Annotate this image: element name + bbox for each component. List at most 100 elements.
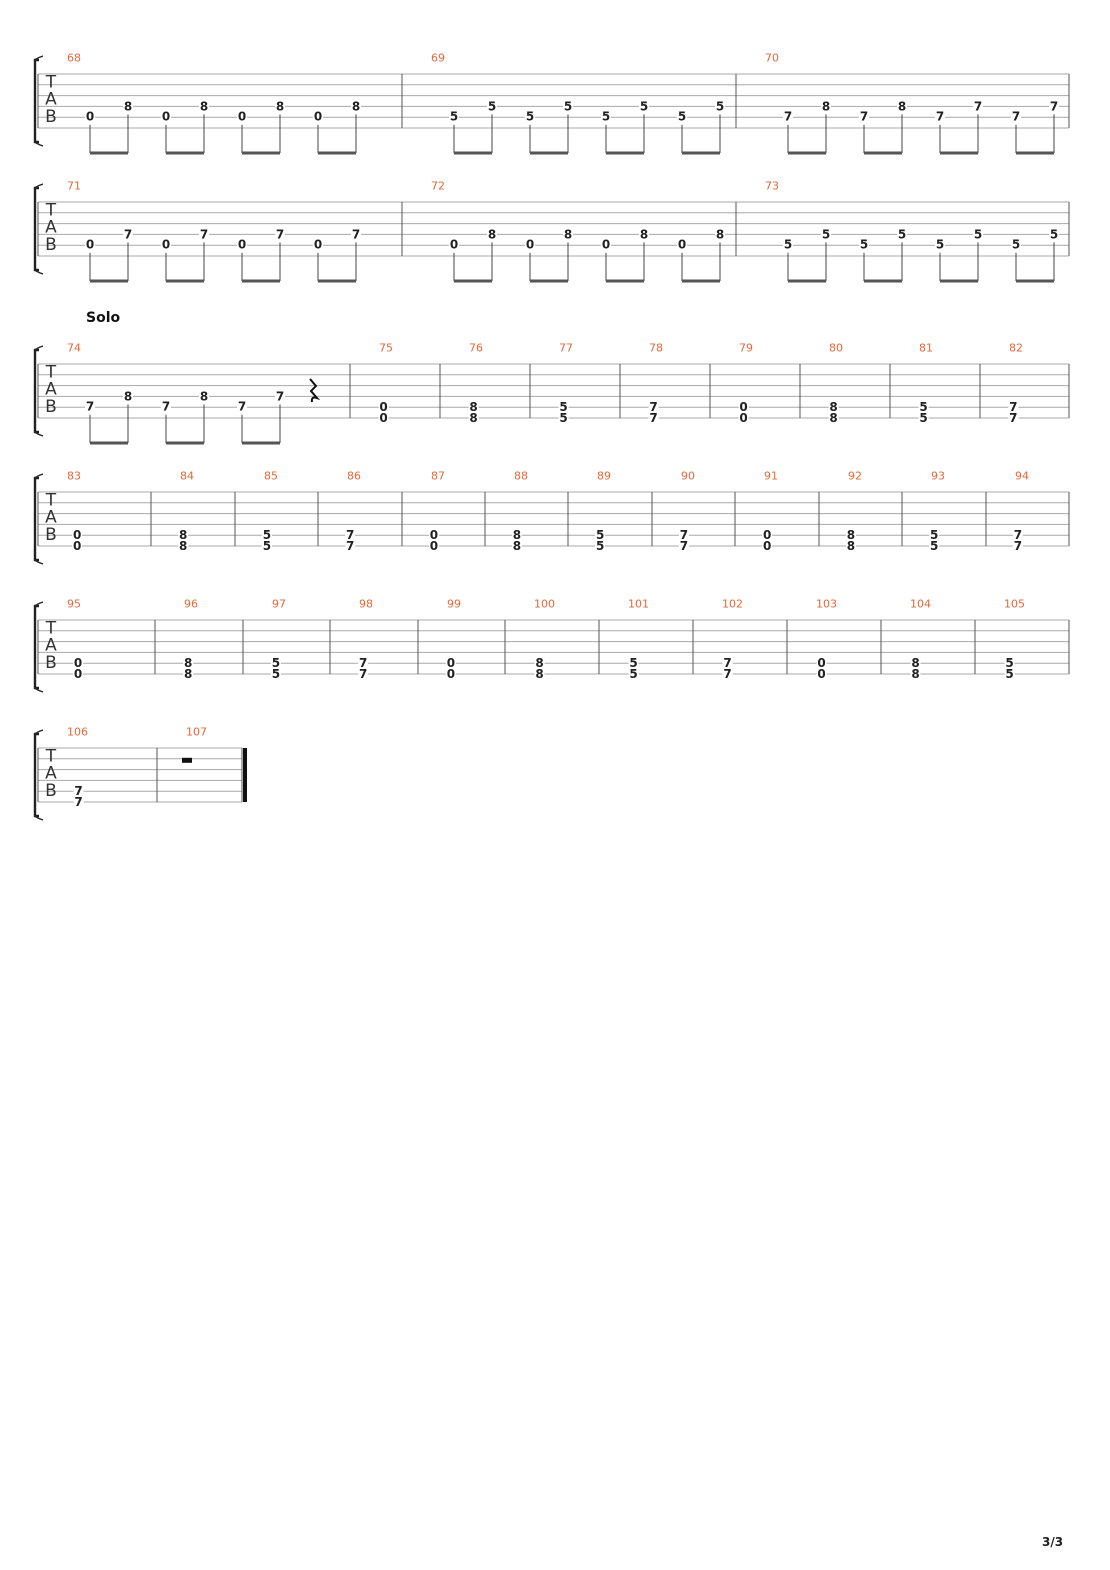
fret-background: [313, 238, 323, 251]
measure-number: 72: [431, 180, 445, 193]
fret-number: 7: [649, 411, 657, 425]
fret-number: 5: [1005, 656, 1013, 670]
fret-number: 0: [379, 411, 387, 425]
fret-background: [1004, 657, 1015, 670]
page-number: 3/3: [1042, 1535, 1064, 1549]
fret-number: 7: [1012, 110, 1020, 124]
fret-number: 5: [263, 539, 271, 553]
fret-number: 7: [680, 539, 688, 553]
measure-number: 69: [431, 52, 445, 65]
fret-background: [845, 540, 856, 552]
fret-background: [910, 657, 921, 670]
tab-clef-a: A: [45, 636, 57, 656]
fret-background: [378, 401, 389, 414]
measure-number: 87: [431, 470, 445, 483]
measure-number: 89: [597, 470, 611, 483]
measure-number: 98: [359, 598, 373, 611]
system-bracket: [33, 186, 39, 272]
fret-number: 8: [200, 99, 208, 113]
fret-background: [534, 657, 545, 670]
fret-background: [828, 401, 839, 414]
fret-background: [261, 540, 272, 552]
fret-background: [161, 110, 171, 123]
fret-number: 0: [447, 667, 455, 681]
fret-background: [237, 110, 247, 123]
fret-background: [715, 228, 725, 241]
fret-background: [378, 412, 389, 424]
fret-number: 5: [602, 110, 610, 124]
measure-number: 73: [765, 180, 779, 193]
bracket-serif: [34, 183, 44, 275]
tab-clef-b: B: [45, 653, 57, 673]
fret-background: [449, 238, 459, 251]
fret-background: [270, 657, 281, 670]
fret-background: [783, 238, 793, 251]
fret-background: [161, 400, 171, 413]
fret-number: 5: [564, 99, 572, 113]
fret-number: 8: [847, 539, 855, 553]
fret-number: 7: [346, 528, 354, 542]
measure-number: 86: [347, 470, 361, 483]
fret-background: [595, 540, 606, 552]
fret-background: [563, 100, 573, 113]
fret-background: [199, 390, 209, 403]
fret-number: 7: [359, 656, 367, 670]
fret-number: 0: [238, 238, 246, 252]
fret-number: 7: [680, 528, 688, 542]
fret-number: 5: [974, 227, 982, 241]
fret-background: [935, 110, 945, 123]
fret-number: 8: [124, 99, 132, 113]
fret-background: [816, 668, 827, 680]
fret-background: [261, 529, 272, 542]
fret-number: 5: [936, 238, 944, 252]
fret-background: [738, 412, 749, 424]
fret-background: [1012, 529, 1023, 542]
fret-background: [511, 540, 522, 552]
measure-number: 81: [919, 342, 933, 355]
system-bracket: [33, 348, 39, 434]
measure-number: 107: [186, 726, 207, 739]
fret-background: [648, 401, 659, 414]
tab-clef-b: B: [45, 235, 57, 255]
fret-number: 8: [488, 227, 496, 241]
fret-background: [183, 657, 194, 670]
fret-background: [275, 390, 285, 403]
fret-number: 7: [200, 227, 208, 241]
fret-number: 0: [430, 539, 438, 553]
fret-background: [639, 228, 649, 241]
fret-background: [678, 540, 689, 552]
fret-number: 0: [73, 528, 81, 542]
fret-background: [85, 400, 95, 413]
fret-number: 7: [352, 227, 360, 241]
fret-number: 0: [162, 110, 170, 124]
measure-number: 90: [681, 470, 695, 483]
measure-number: 71: [67, 180, 81, 193]
fret-background: [270, 668, 281, 680]
fret-number: 8: [276, 99, 284, 113]
fret-background: [1008, 401, 1019, 414]
fret-background: [1049, 100, 1059, 113]
fret-number: 0: [379, 400, 387, 414]
measure-number: 103: [816, 598, 837, 611]
fret-number: 5: [930, 528, 938, 542]
fret-background: [345, 529, 356, 542]
fret-number: 8: [829, 400, 837, 414]
fret-background: [1011, 238, 1021, 251]
fret-background: [487, 100, 497, 113]
fret-number: 5: [629, 667, 637, 681]
bracket-serif: [34, 601, 44, 693]
fret-number: 5: [596, 528, 604, 542]
